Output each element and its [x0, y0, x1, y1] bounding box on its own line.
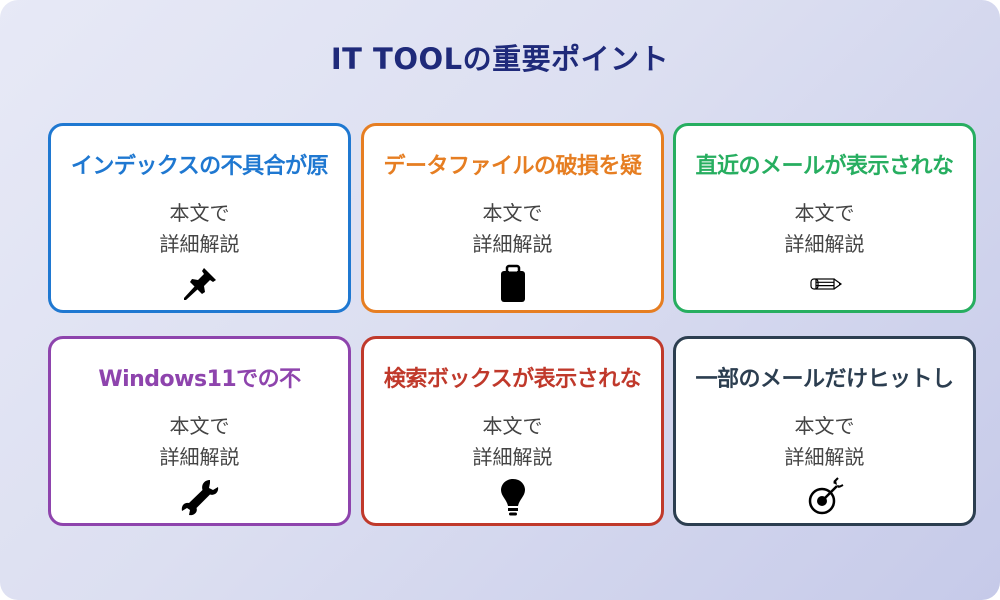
card-body-line2: 詳細解説	[784, 232, 865, 256]
card-title: データファイルの破損を疑	[383, 154, 642, 179]
card-body-line1: 本文で	[794, 201, 855, 225]
point-card-index: インデックスの不具合が原 本文で 詳細解説	[48, 123, 351, 313]
card-title: 一部のメールだけヒットし	[695, 367, 954, 392]
card-body-line2: 詳細解説	[472, 232, 553, 256]
card-body-line2: 詳細解説	[159, 445, 240, 469]
page-title: IT TOOLの重要ポイント	[330, 42, 670, 76]
clipboard-icon	[491, 262, 535, 306]
card-body: 本文で 詳細解説	[364, 198, 661, 260]
target-icon	[803, 475, 847, 519]
lightbulb-icon	[491, 475, 535, 519]
card-body-line1: 本文で	[169, 414, 230, 438]
card-body: 本文で 詳細解説	[676, 411, 973, 473]
point-card-datafile: データファイルの破損を疑 本文で 詳細解説	[361, 123, 664, 313]
card-body-line1: 本文で	[482, 201, 543, 225]
point-card-recent-mail: 直近のメールが表示されな 本文で 詳細解説	[673, 123, 976, 313]
card-body-line1: 本文で	[482, 414, 543, 438]
card-body-line2: 詳細解説	[472, 445, 553, 469]
card-title: インデックスの不具合が原	[70, 154, 329, 179]
card-body-line1: 本文で	[169, 201, 230, 225]
card-title: 検索ボックスが表示されな	[383, 367, 642, 392]
card-body-line2: 詳細解説	[159, 232, 240, 256]
card-body-line2: 詳細解説	[784, 445, 865, 469]
card-body: 本文で 詳細解説	[51, 198, 348, 260]
point-card-searchbox: 検索ボックスが表示されな 本文で 詳細解説	[361, 336, 664, 526]
card-title: 直近のメールが表示されな	[695, 154, 954, 179]
point-card-partial-hit: 一部のメールだけヒットし 本文で 詳細解説	[673, 336, 976, 526]
wrench-icon	[178, 475, 222, 519]
pencil-icon	[803, 262, 847, 306]
card-body: 本文で 詳細解説	[676, 198, 973, 260]
card-body: 本文で 詳細解説	[364, 411, 661, 473]
card-body: 本文で 詳細解説	[51, 411, 348, 473]
card-title: Windows11での不	[98, 367, 301, 392]
point-card-windows11: Windows11での不 本文で 詳細解説	[48, 336, 351, 526]
card-body-line1: 本文で	[794, 414, 855, 438]
pushpin-icon	[178, 262, 222, 306]
